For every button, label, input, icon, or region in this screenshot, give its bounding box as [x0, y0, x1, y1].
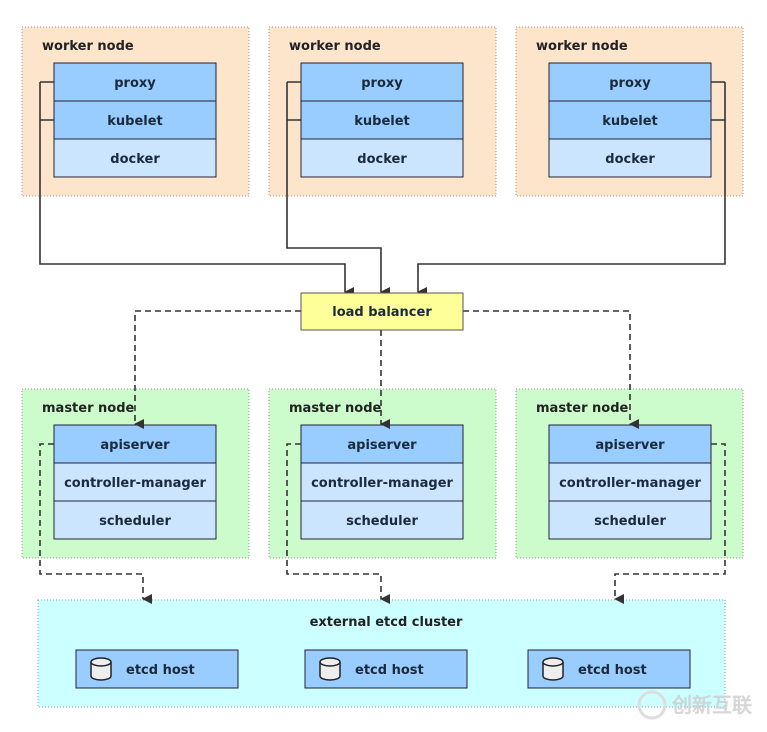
component-label: apiserver [347, 438, 417, 453]
database-icon [90, 657, 112, 681]
component-apiserver[interactable]: apiserver [548, 424, 712, 464]
component-label: docker [110, 152, 160, 167]
component-label: proxy [361, 76, 403, 91]
etcd-host-label: etcd host [355, 663, 424, 678]
etcd-host-label: etcd host [126, 663, 195, 678]
master-node-2: master node apiserver controller-manager sc… [268, 388, 497, 559]
component-docker[interactable]: docker [548, 138, 712, 178]
etcd-host-label: etcd host [578, 663, 647, 678]
etcd-cluster-title: external etcd cluster [310, 615, 463, 630]
connector-stub [287, 81, 301, 121]
component-apiserver[interactable]: apiserver [300, 424, 464, 464]
component-box[interactable] [548, 62, 712, 102]
component-controller-manager[interactable]: controller-manager [53, 462, 217, 502]
component-box[interactable] [300, 138, 464, 178]
connector-master2-etcd [286, 443, 390, 604]
component-label: scheduler [594, 514, 666, 529]
component-label: scheduler [99, 514, 171, 529]
component-kubelet[interactable]: kubelet [548, 100, 712, 140]
component-label: controller-manager [559, 476, 701, 491]
component-proxy[interactable]: proxy [53, 62, 217, 102]
component-box[interactable] [53, 500, 217, 540]
component-label: docker [605, 152, 655, 167]
worker-node-2: worker node proxy kubelet docker [268, 26, 497, 197]
component-box[interactable] [53, 62, 217, 102]
component-box[interactable] [548, 500, 712, 540]
worker-node-3: worker node proxy kubelet docker [515, 26, 744, 197]
component-label: docker [357, 152, 407, 167]
component-apiserver[interactable]: apiserver [53, 424, 217, 464]
master-node-1: master node apiserver controller-manager sc… [21, 388, 250, 559]
master-node-title: master node [42, 401, 135, 416]
worker-node-title: worker node [536, 39, 628, 54]
component-proxy[interactable]: proxy [548, 62, 712, 102]
etcd-host-1[interactable]: etcd host [75, 649, 239, 689]
etcd-host-2[interactable]: etcd host [304, 649, 468, 689]
connector-stub [711, 81, 725, 121]
component-box[interactable] [548, 138, 712, 178]
component-box[interactable] [53, 424, 217, 464]
connector-worker3-lb [417, 82, 726, 297]
component-box[interactable] [548, 100, 712, 140]
component-kubelet[interactable]: kubelet [53, 100, 217, 140]
load-balancer-label: load balancer [332, 305, 432, 320]
component-box[interactable] [53, 138, 217, 178]
component-label: controller-manager [64, 476, 206, 491]
component-label: proxy [114, 76, 156, 91]
component-box[interactable] [53, 462, 217, 502]
component-box[interactable] [300, 100, 464, 140]
component-box[interactable] [300, 62, 464, 102]
watermark-text: 创新互联 [671, 693, 752, 717]
component-controller-manager[interactable]: controller-manager [300, 462, 464, 502]
etcd-cluster: external etcd cluster etcd host etcd host e… [37, 599, 726, 708]
etcd-host-3[interactable]: etcd host [527, 649, 691, 689]
connector-worker1-lb [39, 82, 354, 297]
component-box[interactable] [53, 100, 217, 140]
component-scheduler[interactable]: scheduler [300, 500, 464, 540]
connector-master1-etcd [39, 443, 152, 604]
component-box[interactable] [548, 424, 712, 464]
master-node-title: master node [289, 401, 382, 416]
connector-lb-master3 [463, 310, 639, 429]
watermark-icon [637, 690, 667, 720]
connector-stub [40, 81, 54, 121]
connector-worker2-lb [286, 82, 390, 297]
connector-lb-master1 [134, 310, 301, 429]
component-proxy[interactable]: proxy [300, 62, 464, 102]
connector-master3-etcd [614, 443, 726, 604]
component-docker[interactable]: docker [300, 138, 464, 178]
component-label: controller-manager [311, 476, 453, 491]
component-label: scheduler [346, 514, 418, 529]
component-label: apiserver [595, 438, 665, 453]
worker-node-title: worker node [42, 39, 134, 54]
worker-node-title: worker node [289, 39, 381, 54]
component-label: proxy [609, 76, 651, 91]
load-balancer[interactable]: load balancer [300, 292, 464, 331]
component-docker[interactable]: docker [53, 138, 217, 178]
component-label: apiserver [100, 438, 170, 453]
database-icon [542, 657, 564, 681]
database-icon [319, 657, 341, 681]
component-box[interactable] [300, 500, 464, 540]
component-label: kubelet [354, 114, 410, 129]
master-node-title: master node [536, 401, 629, 416]
load-balancer-box[interactable] [300, 292, 464, 331]
component-scheduler[interactable]: scheduler [53, 500, 217, 540]
watermark-logo: 创新互联 [637, 690, 752, 720]
component-controller-manager[interactable]: controller-manager [548, 462, 712, 502]
component-label: kubelet [602, 114, 658, 129]
component-label: kubelet [107, 114, 163, 129]
component-kubelet[interactable]: kubelet [300, 100, 464, 140]
component-scheduler[interactable]: scheduler [548, 500, 712, 540]
worker-node-1: worker node proxy kubelet docker [21, 26, 250, 197]
component-box[interactable] [300, 462, 464, 502]
